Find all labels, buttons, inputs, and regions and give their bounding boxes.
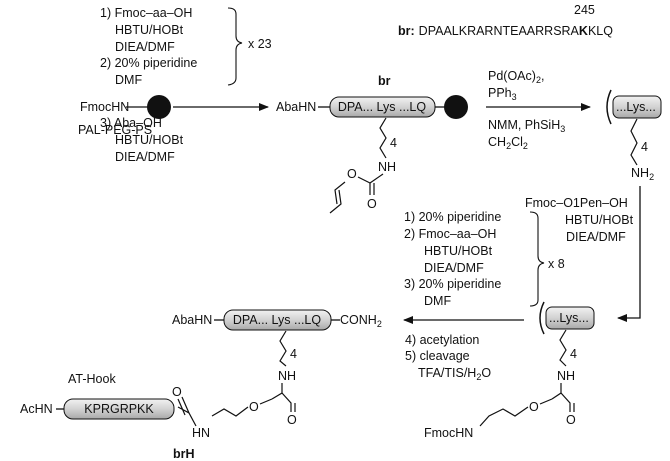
peptide-cylinder-lys [612, 95, 662, 119]
step4-reagent-4: DIEA/DMF [424, 261, 484, 275]
arrow-step3 [617, 186, 641, 322]
step4-reagent-7: 4) acetylation [405, 333, 479, 347]
residue-number: 245 [574, 3, 595, 17]
product-label: brH [173, 447, 195, 461]
sequence-line: br: DPAALKRARNTEAARRSRAKKLQ [398, 24, 613, 38]
step4-repeat: x 8 [548, 257, 565, 271]
step3-reagent-1: Fmoc–O1Pen–OH [525, 196, 628, 210]
step4-reagent-6: DMF [424, 294, 451, 308]
step4-reagent-9: TFA/TIS/H2O [418, 366, 491, 382]
resin-start: FmocHN PAL-PEG-PS [78, 95, 171, 137]
step4-reagent-2: 2) Fmoc–aa–OH [404, 227, 496, 241]
step1-repeat: x 23 [248, 37, 272, 51]
step4-reagent-5: 3) 20% piperidine [404, 277, 501, 291]
step1-reagent-1: 1) Fmoc–aa–OH [100, 6, 192, 20]
product-ether-o: O [249, 400, 259, 414]
intermediate-br-abahn: AbaHN [276, 100, 316, 114]
athook-label: AT-Hook [68, 372, 116, 386]
intermediate-br-sub4: 4 [390, 136, 397, 150]
intermediate-linker-sub4: 4 [570, 347, 577, 361]
intermediate-linker-fmochn: FmocHN [424, 426, 473, 440]
product-carbonyl-o: O [287, 413, 297, 427]
intermediate-lys-seq: ...Lys... [616, 100, 656, 114]
intermediate-br: br AbaHN DPA... Lys ...LQ 4 NH O O [276, 74, 468, 214]
sequence-part-a: DPAALKRARNTEAARRSRA [419, 24, 580, 38]
product-conh2: CONH2 [340, 313, 382, 329]
intermediate-br-seq: DPA... Lys ...LQ [338, 100, 426, 114]
intermediate-lys-nh2-group: NH2 [631, 166, 654, 182]
step1-reagent-3: DIEA/DMF [115, 40, 175, 54]
intermediate-br-carbonyl-o: O [367, 197, 377, 211]
sequence-part-b: KLQ [588, 24, 613, 38]
step2-reagent-3: NMM, PhSiH3 [488, 118, 565, 134]
sequence-br-label: br: [398, 24, 415, 38]
step1-brace [227, 7, 243, 86]
intermediate-linker-nh: NH [557, 369, 575, 383]
intermediate-linker-seq: ...Lys... [549, 311, 589, 325]
step2-reagent-4: CH2Cl2 [488, 135, 528, 151]
intermediate-linker-ether-o: O [529, 400, 539, 414]
step3-reagent-3: DIEA/DMF [566, 230, 626, 244]
step1-reagents: 1) Fmoc–aa–OH HBTU/HOBt DIEA/DMF 2) 20% … [100, 6, 272, 164]
product-sub4: 4 [290, 347, 297, 361]
step2-reagent-1: Pd(OAc)2, [488, 69, 544, 85]
resin-support-label: PAL-PEG-PS [78, 123, 152, 137]
product-abahn: AbaHN [172, 313, 212, 327]
product-hn: HN [192, 426, 210, 440]
step4-brace [529, 211, 545, 307]
step2-reagents: Pd(OAc)2, PPh3 NMM, PhSiH3 CH2Cl2 [488, 69, 565, 151]
product-brh: AbaHN DPA... Lys ...LQ CONH2 4 NH O O HN… [20, 309, 382, 461]
step1-reagent-2: HBTU/HOBt [115, 23, 184, 37]
step1-reagent-7: HBTU/HOBt [115, 133, 184, 147]
lys-side-chain [379, 117, 387, 159]
step2-reagent-2: PPh3 [488, 86, 517, 102]
intermediate-br-ester-o: O [347, 167, 357, 181]
intermediate-linker: ...Lys... 4 NH O O FmocHN [424, 301, 595, 440]
resin-bead-2 [444, 95, 468, 119]
step1-reagent-5: DMF [115, 73, 142, 87]
product-achn: AcHN [20, 402, 53, 416]
intermediate-linker-carbonyl-o: O [566, 413, 576, 427]
product-amide-o: O [172, 385, 182, 399]
peptide-cylinder-lys-2 [545, 306, 595, 330]
step4-reagent-3: HBTU/HOBt [424, 244, 493, 258]
intermediate-lys-nh2: ...Lys... 4 NH2 [606, 89, 662, 182]
product-seq: DPA... Lys ...LQ [233, 313, 321, 327]
intermediate-lys-sub4: 4 [641, 140, 648, 154]
intermediate-br-label: br [378, 74, 391, 88]
step3-reagent-2: HBTU/HOBt [565, 213, 634, 227]
resin-bead [147, 95, 171, 119]
step1-reagent-4: 2) 20% piperidine [100, 56, 197, 70]
sequence-bold-k: K [579, 24, 588, 38]
intermediate-br-nh: NH [378, 160, 396, 174]
sequence-header: 245 br: DPAALKRARNTEAARRSRAKKLQ [398, 3, 613, 38]
allyl-group [329, 181, 346, 214]
athook-seq: KPRGRPKK [84, 402, 154, 416]
step4-reagent-1: 1) 20% piperidine [404, 210, 501, 224]
step1-reagent-6: 3) Aba–OH [100, 116, 162, 130]
step4-reagent-8: 5) cleavage [405, 349, 470, 363]
step3-reagents: Fmoc–O1Pen–OH HBTU/HOBt DIEA/DMF [525, 196, 634, 244]
product-nh: NH [278, 369, 296, 383]
step4-reagents: 1) 20% piperidine 2) Fmoc–aa–OH HBTU/HOB… [404, 210, 565, 382]
athook-cylinder [63, 398, 175, 420]
resin-fmochn: FmocHN [80, 100, 129, 114]
step1-reagent-8: DIEA/DMF [115, 150, 175, 164]
